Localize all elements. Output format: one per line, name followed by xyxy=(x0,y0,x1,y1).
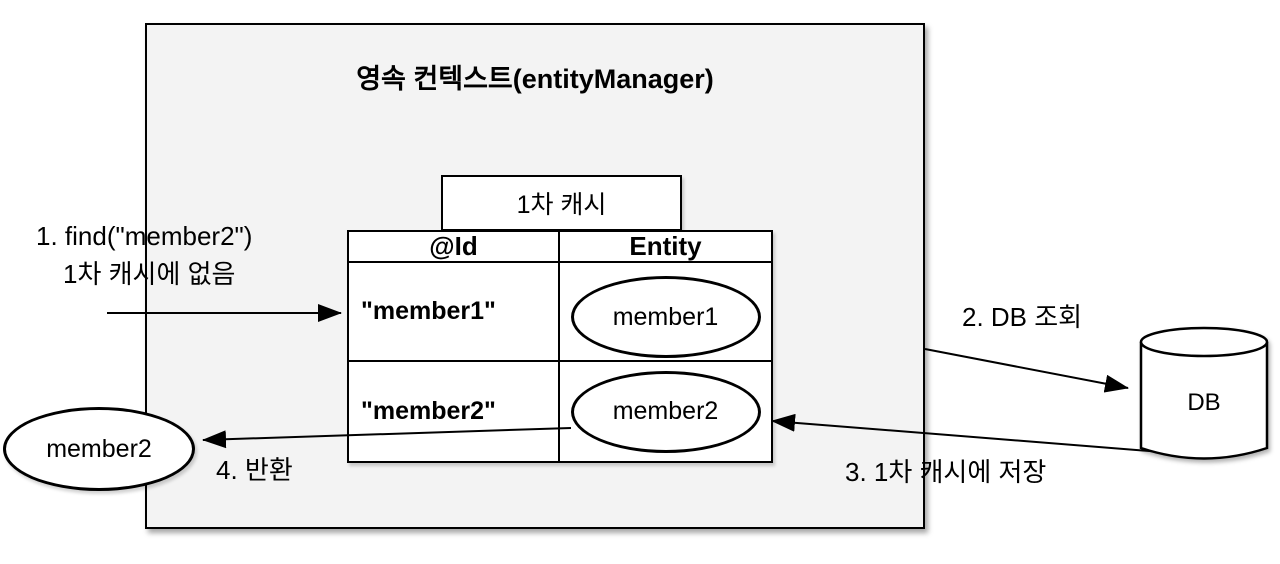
table-cell-id-member1: "member1" xyxy=(349,263,560,362)
step1-find-label: 1. find("member2") 1차 캐시에 없음 xyxy=(36,217,252,293)
entity-ellipse-member2: member2 xyxy=(570,370,761,453)
db-label: DB xyxy=(1187,389,1220,416)
step4-return-label: 4. 반환 xyxy=(216,455,293,485)
first-level-cache-label-box: 1차 캐시 xyxy=(441,175,682,231)
db-query-arrow xyxy=(924,348,1129,393)
step1-cache-miss-text: 1차 캐시에 없음 xyxy=(63,259,236,289)
step1-find-call-text: 1. find("member2") xyxy=(36,221,253,251)
returned-entity-label: member2 xyxy=(46,434,152,463)
first-level-cache-table: @Id Entity "member1" member1 "member2" m… xyxy=(347,230,773,463)
step2-db-query-label: 2. DB 조회 xyxy=(962,302,1083,332)
db-cylinder: DB xyxy=(1139,326,1269,460)
table-cell-entity-member2: member2 xyxy=(560,362,771,461)
table-cell-id-member2: "member2" xyxy=(349,362,560,461)
entity-ellipse-member1-label: member1 xyxy=(612,302,719,331)
entity-ellipse-member2-label: member2 xyxy=(612,397,719,425)
table-cell-entity-member1: member1 xyxy=(560,263,771,362)
entity-ellipse-member1: member1 xyxy=(570,276,761,358)
db-cylinder-body xyxy=(1139,342,1269,460)
table-header-entity: Entity xyxy=(560,231,771,263)
persistence-context-title: 영속 컨텍스트(entityManager) xyxy=(356,64,714,94)
db-cylinder-top xyxy=(1139,326,1269,358)
table-header-id: @Id xyxy=(349,231,560,263)
returned-entity-ellipse: member2 xyxy=(3,407,195,491)
step3-cache-store-label: 3. 1차 캐시에 저장 xyxy=(845,457,1047,487)
first-level-cache-label: 1차 캐시 xyxy=(516,191,607,219)
